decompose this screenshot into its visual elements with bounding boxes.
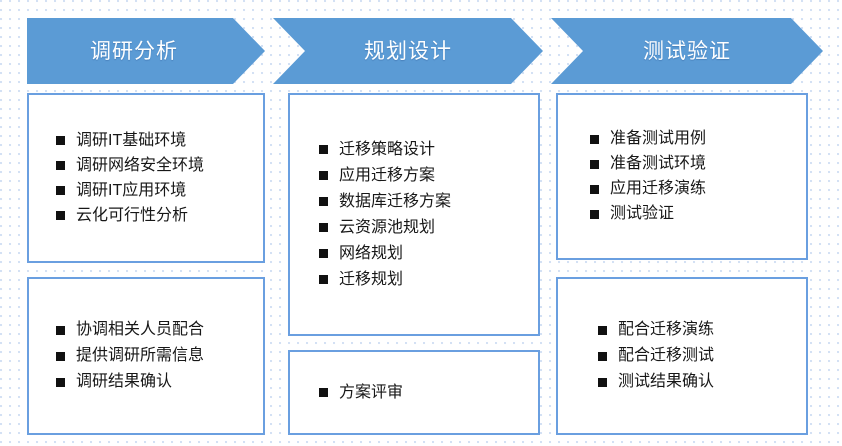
list-item[interactable]: 测试验证: [590, 206, 806, 222]
list-item[interactable]: 应用迁移方案: [319, 167, 538, 184]
list-item[interactable]: 迁移策略设计: [319, 141, 538, 158]
square-bullet-icon: [319, 145, 328, 154]
square-bullet-icon: [590, 134, 599, 144]
phase-header-label: 调研分析: [90, 39, 178, 63]
task-card-planning-design-review: 方案评审: [288, 350, 540, 435]
phase-header-test-verification[interactable]: 测试验证: [551, 18, 823, 84]
square-bullet-icon: [598, 325, 607, 335]
list-item[interactable]: 准备测试用例: [590, 131, 806, 147]
square-bullet-icon: [319, 223, 328, 232]
task-list: 配合迁移演练 配合迁移测试 测试结果确认: [598, 312, 806, 400]
square-bullet-icon: [319, 249, 328, 258]
task-card-research-analysis-tasks: 调研IT基础环境 调研网络安全环境 调研IT应用环境 云化可行性分析: [27, 93, 265, 263]
square-bullet-icon: [598, 351, 607, 361]
square-bullet-icon: [598, 377, 607, 387]
square-bullet-icon: [56, 377, 65, 387]
task-list: 迁移策略设计 应用迁移方案 数据库迁移方案 云资源池规划 网络规划 迁移规划: [319, 132, 538, 298]
task-card-test-verification-support: 配合迁移演练 配合迁移测试 测试结果确认: [556, 277, 808, 435]
task-card-planning-design-tasks: 迁移策略设计 应用迁移方案 数据库迁移方案 云资源池规划 网络规划 迁移规划: [288, 93, 540, 336]
list-item[interactable]: 云资源池规划: [319, 219, 538, 236]
list-item[interactable]: 调研IT基础环境: [56, 132, 263, 149]
task-list: 准备测试用例 准备测试环境 应用迁移演练 测试验证: [590, 122, 806, 231]
square-bullet-icon: [56, 136, 65, 145]
list-item[interactable]: 配合迁移演练: [598, 322, 806, 338]
list-item[interactable]: 调研结果确认: [56, 374, 263, 390]
list-item[interactable]: 配合迁移测试: [598, 348, 806, 364]
list-item[interactable]: 协调相关人员配合: [56, 322, 263, 338]
list-item[interactable]: 网络规划: [319, 245, 538, 262]
square-bullet-icon: [319, 171, 328, 180]
phase-header-label: 规划设计: [364, 39, 452, 63]
list-item[interactable]: 云化可行性分析: [56, 207, 263, 224]
task-list: 调研IT基础环境 调研网络安全环境 调研IT应用环境 云化可行性分析: [56, 124, 263, 233]
list-item[interactable]: 测试结果确认: [598, 374, 806, 390]
list-item[interactable]: 准备测试环境: [590, 156, 806, 172]
list-item[interactable]: 调研IT应用环境: [56, 182, 263, 199]
square-bullet-icon: [590, 209, 599, 219]
list-item[interactable]: 提供调研所需信息: [56, 348, 263, 364]
square-bullet-icon: [56, 351, 65, 361]
square-bullet-icon: [319, 388, 328, 397]
phase-header-research-analysis[interactable]: 调研分析: [27, 18, 265, 84]
phase-header-label: 测试验证: [643, 39, 731, 63]
list-item[interactable]: 方案评审: [319, 384, 538, 401]
square-bullet-icon: [56, 211, 65, 220]
phase-header-planning-design[interactable]: 规划设计: [273, 18, 543, 84]
square-bullet-icon: [56, 325, 65, 335]
square-bullet-icon: [56, 161, 65, 170]
square-bullet-icon: [590, 159, 599, 169]
list-item[interactable]: 数据库迁移方案: [319, 193, 538, 210]
square-bullet-icon: [319, 275, 328, 284]
list-item[interactable]: 应用迁移演练: [590, 181, 806, 197]
task-list: 协调相关人员配合 提供调研所需信息 调研结果确认: [56, 312, 263, 400]
square-bullet-icon: [56, 186, 65, 195]
task-list: 方案评审: [319, 384, 538, 401]
task-card-research-analysis-support: 协调相关人员配合 提供调研所需信息 调研结果确认: [27, 277, 265, 435]
square-bullet-icon: [319, 197, 328, 206]
list-item[interactable]: 迁移规划: [319, 271, 538, 288]
square-bullet-icon: [590, 184, 599, 194]
list-item[interactable]: 调研网络安全环境: [56, 157, 263, 174]
task-card-test-verification-tasks: 准备测试用例 准备测试环境 应用迁移演练 测试验证: [556, 93, 808, 260]
